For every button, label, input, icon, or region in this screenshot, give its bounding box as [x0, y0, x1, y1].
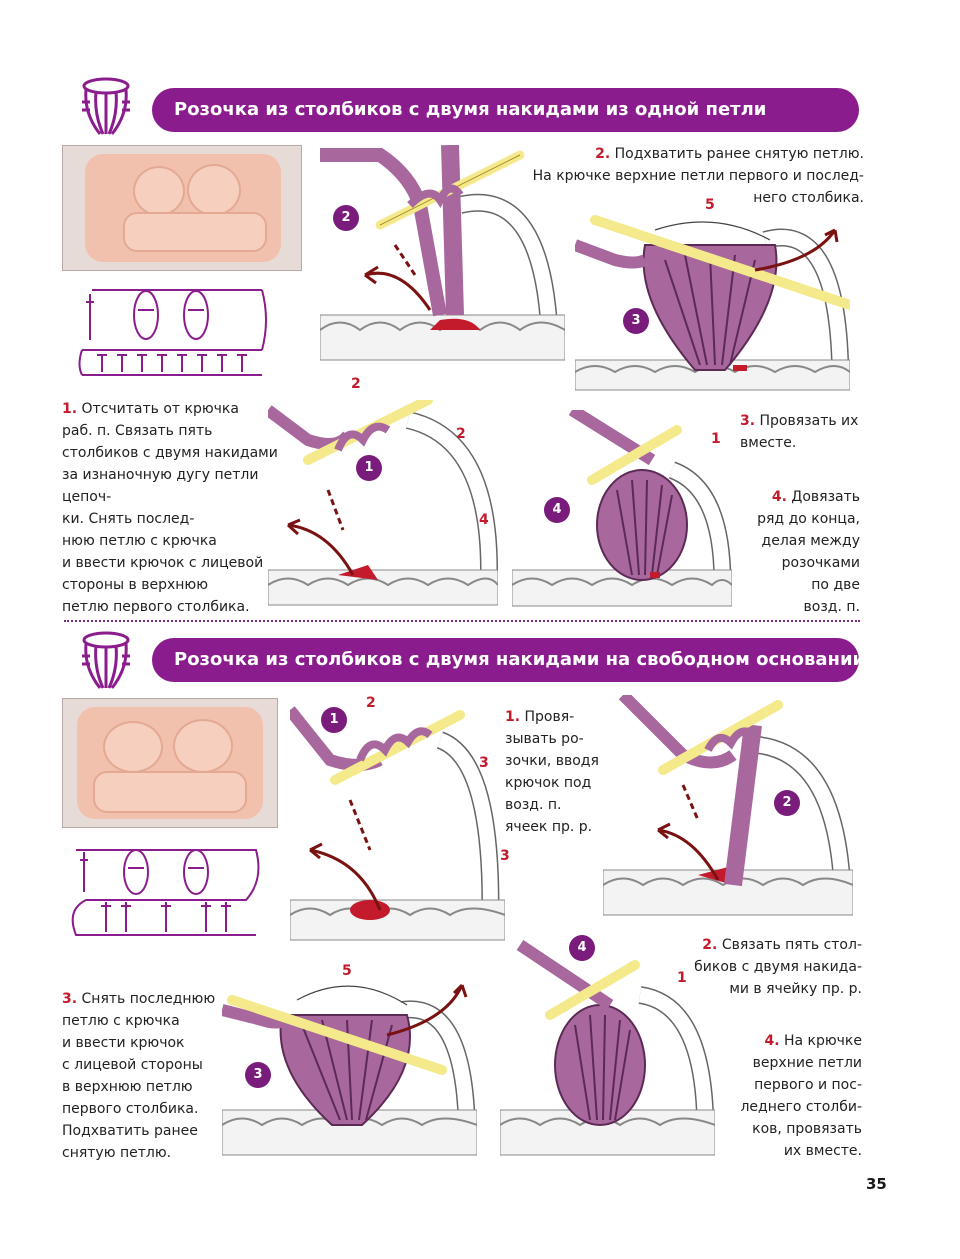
s1-red-label-5: 5	[705, 197, 715, 213]
s1-diagram-step1	[268, 400, 498, 606]
rose-stitch-symbol-icon	[82, 631, 130, 689]
section-divider	[64, 620, 860, 622]
s2-diagram-step1	[290, 706, 505, 941]
page-number: 35	[866, 1175, 887, 1193]
s1-step2-text: 2. Подхватить ранее снятую петлю. На крю…	[532, 146, 864, 206]
s1-diagram-step4	[512, 410, 732, 607]
s1-step4-text: 4. Довязать ряд до конца, делая между ро…	[757, 489, 860, 615]
s2-step3-text: 3. Снять последнюю петлю с крючка и ввес…	[62, 991, 216, 1161]
s2-step-badge-1: 1	[321, 707, 347, 733]
s2-red-label-3b: 3	[500, 848, 510, 864]
section-2-title: Розочка из столбиков с двумя накидами на…	[152, 638, 865, 682]
sample-photo-1	[62, 145, 302, 271]
section-1-title: Розочка из столбиков с двумя накидами из…	[152, 88, 859, 132]
s1-red-label-4: 4	[479, 512, 489, 528]
s2-red-label-2: 2	[366, 695, 376, 711]
chart-diagram-1	[78, 289, 267, 376]
s1-red-label-2a: 2	[351, 376, 361, 392]
rose-stitch-symbol-icon	[82, 77, 130, 135]
s2-step1-text: 1. Провя- зывать ро- зочки, вводя крючок…	[505, 709, 599, 835]
s2-diagram-step4	[500, 940, 715, 1156]
s1-step-badge-1: 1	[356, 455, 382, 481]
s1-step-badge-2: 2	[333, 205, 359, 231]
s1-step1-text: 1. Отсчитать от крючка раб. п. Связать п…	[62, 401, 278, 615]
s2-diagram-step2	[603, 695, 853, 916]
chart-diagram-2	[71, 849, 260, 936]
s1-red-label-1: 1	[711, 431, 721, 447]
s2-step-badge-4: 4	[569, 935, 595, 961]
s2-diagram-step3	[222, 983, 477, 1156]
s2-step-badge-2: 2	[774, 790, 800, 816]
sample-photo-2	[62, 698, 278, 828]
s1-diagram-step2	[320, 145, 565, 361]
s2-step-badge-3: 3	[245, 1062, 271, 1088]
s1-step-badge-4: 4	[544, 497, 570, 523]
s1-diagram-step3	[575, 215, 850, 391]
s2-step2-text: 2. Связать пять стол- биков с двумя наки…	[694, 937, 862, 997]
s2-red-label-5: 5	[342, 963, 352, 979]
s1-step3-text: 3. Провязать их вместе.	[740, 413, 859, 451]
s1-step-badge-3: 3	[623, 308, 649, 334]
s2-step4-text: 4. На крючке верхние петли первого и пос…	[740, 1033, 862, 1159]
s2-red-label-3a: 3	[479, 755, 489, 771]
s2-red-label-1: 1	[677, 970, 687, 986]
s1-red-label-2b: 2	[456, 426, 466, 442]
